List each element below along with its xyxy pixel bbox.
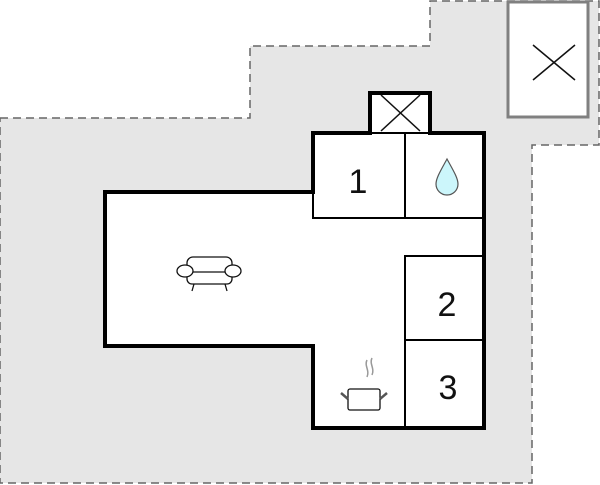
chimney (380, 94, 421, 132)
water-drop-icon (435, 157, 459, 196)
outbuilding (506, 0, 590, 119)
outbuilding-cross-icon (532, 44, 576, 81)
sofa-icon (176, 256, 242, 292)
room-label-1: 1 (349, 163, 368, 201)
interior-walls (312, 132, 485, 429)
room-label-2: 2 (438, 286, 457, 324)
room-label-3: 3 (439, 369, 458, 407)
cooking-pot-icon (340, 357, 388, 411)
